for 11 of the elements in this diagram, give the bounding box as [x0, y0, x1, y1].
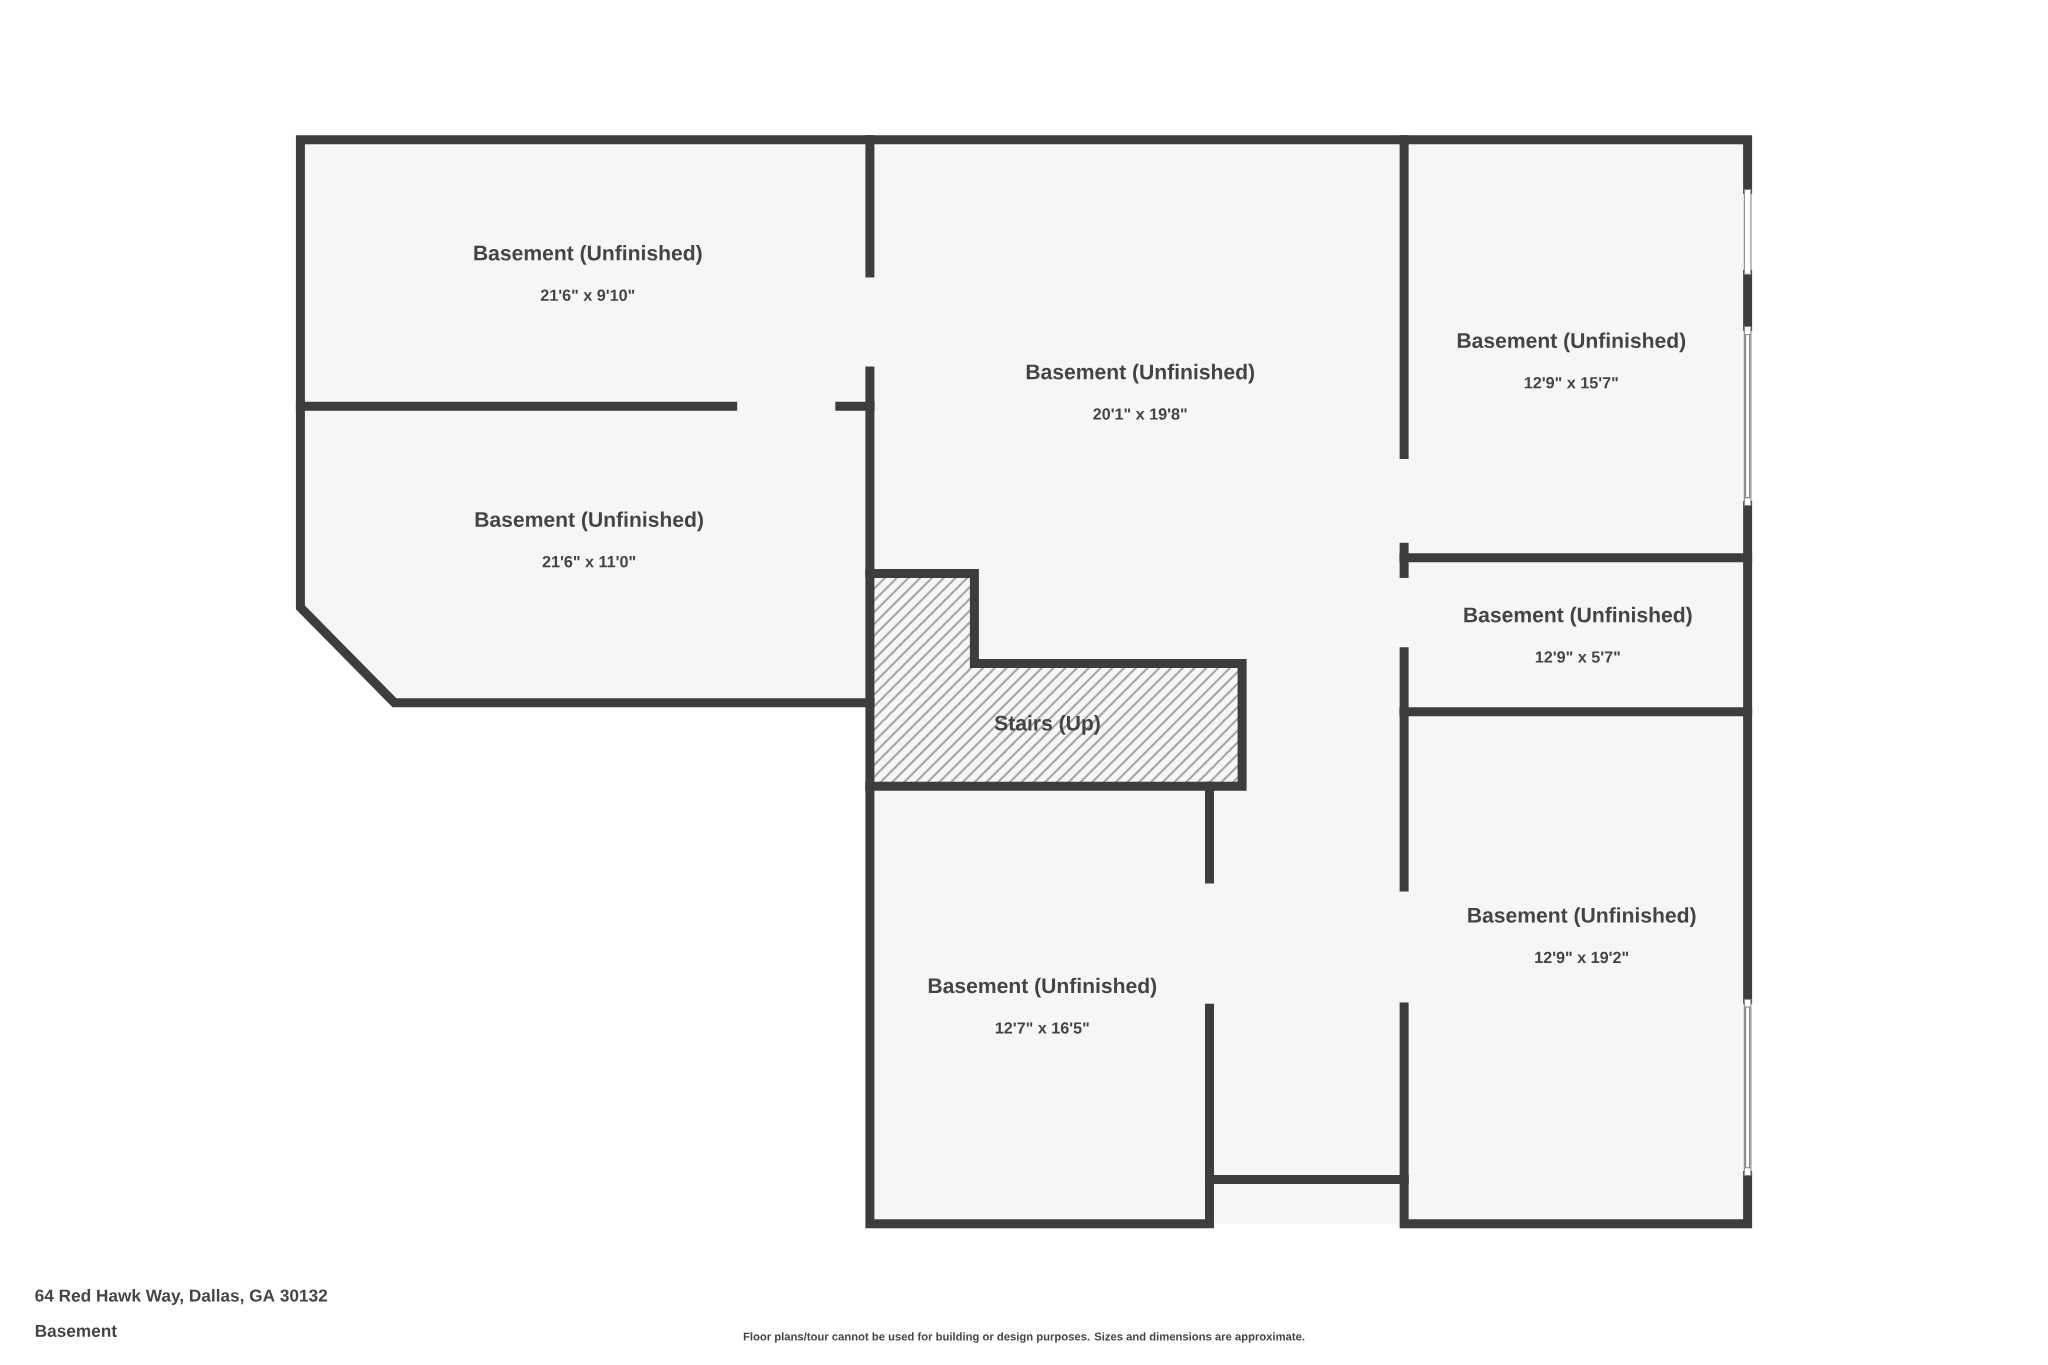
room-label: Basement (Unfinished) 21'6" x 11'0" [475, 511, 703, 568]
room-label: Basement (Unfinished) 12'9" x 19'2" [1468, 907, 1696, 964]
room-label: Basement (Unfinished) 12'9" x 15'7" [1457, 332, 1686, 389]
room-label: Basement (Unfinished) 21'6" x 9'10" [474, 245, 702, 301]
room-label: Basement (Unfinished) 20'1" x 19'8" [1026, 363, 1254, 420]
room-label: Basement (Unfinished) 12'9" x 5'7" [1464, 606, 1692, 663]
address-text: 64 Red Hawk Way, Dallas, GA 30132 [35, 1289, 328, 1306]
disclaimer-text: Floor plans/tour cannot be used for building or design purposes. Sizes and dimensions are approximate. [743, 1332, 1305, 1343]
stairs-label: Stairs (Up) [994, 715, 1100, 735]
floor-name: Basement [35, 1324, 117, 1337]
room-label: Basement (Unfinished) 12'7" x 16'5" [928, 977, 1157, 1034]
